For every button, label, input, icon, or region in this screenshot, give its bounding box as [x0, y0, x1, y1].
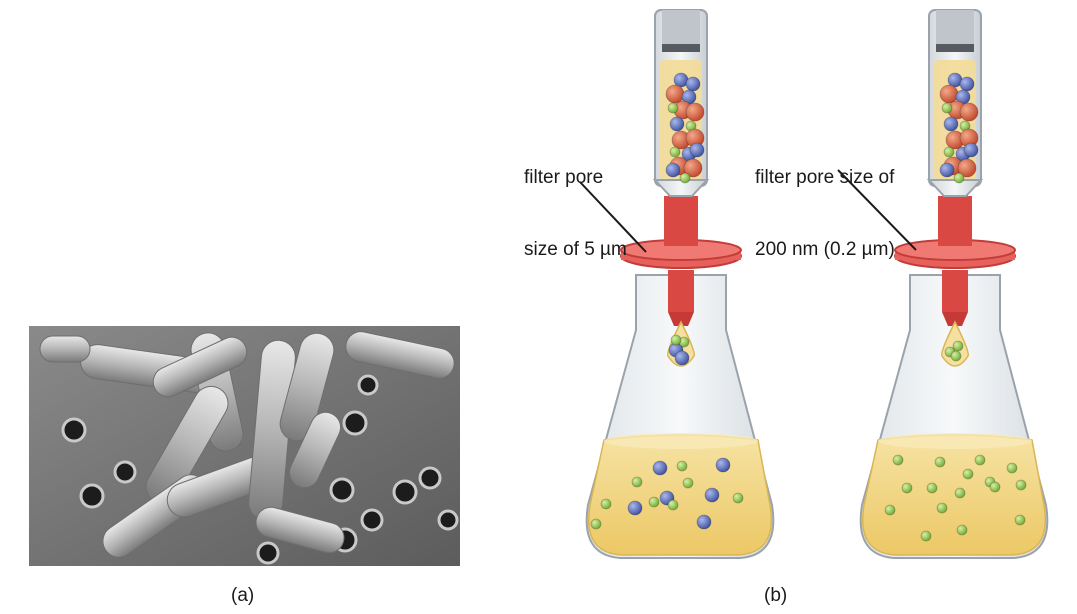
small-green-particle [667, 102, 679, 114]
medium-blue-particle [939, 162, 955, 178]
small-green-particle [901, 482, 913, 494]
small-green-particle [989, 481, 1001, 493]
medium-blue-particle [665, 162, 681, 178]
small-green-particle [676, 460, 688, 472]
small-green-particle [956, 524, 968, 536]
small-green-particle [943, 146, 955, 158]
small-green-particle [941, 102, 953, 114]
medium-blue-particle [674, 350, 690, 366]
small-green-particle [953, 172, 965, 184]
rod-bacteria [39, 331, 455, 558]
small-green-particle [920, 530, 932, 542]
right-filter-upper-nozzle [938, 196, 972, 246]
medium-blue-particle [704, 487, 720, 503]
small-green-particle [669, 146, 681, 158]
medium-blue-particle [689, 142, 705, 158]
right-filter-lower-nozzle [942, 270, 968, 312]
small-green-particle [952, 340, 964, 352]
panel-b-caption: (b) [764, 585, 788, 606]
right-flask-liquid [862, 434, 1046, 556]
small-green-particle [934, 456, 946, 468]
small-green-particle [1014, 514, 1026, 526]
left-filter-upper-nozzle [664, 196, 698, 246]
small-green-particle [974, 454, 986, 466]
left-label-leader-line [579, 181, 647, 253]
medium-blue-particle [696, 514, 712, 530]
small-green-particle [600, 498, 612, 510]
small-green-particle [936, 502, 948, 514]
right-label-leader-line [837, 169, 917, 251]
medium-blue-particle [627, 500, 643, 516]
medium-blue-particle [669, 116, 685, 132]
small-green-particle [926, 482, 938, 494]
small-green-particle [962, 468, 974, 480]
large-red-particle [683, 158, 703, 178]
small-green-particle [682, 477, 694, 489]
small-green-particle [667, 499, 679, 511]
large-red-particle [685, 102, 705, 122]
medium-blue-particle [963, 142, 979, 158]
large-red-particle [957, 158, 977, 178]
medium-blue-particle [715, 457, 731, 473]
small-green-particle [631, 476, 643, 488]
large-red-particle [959, 102, 979, 122]
panel-a-caption: (a) [231, 585, 255, 606]
filter-pores [61, 374, 459, 565]
large-red-particle [939, 84, 959, 104]
small-green-particle [1015, 479, 1027, 491]
small-green-particle [732, 492, 744, 504]
left-filter-lower-nozzle [668, 270, 694, 312]
medium-blue-particle [959, 76, 975, 92]
small-green-particle [954, 487, 966, 499]
small-green-particle [679, 172, 691, 184]
small-green-particle [950, 350, 962, 362]
medium-blue-particle [652, 460, 668, 476]
left-filter-label: filter pore size of 5 µm [524, 118, 627, 286]
left-flask-liquid [588, 434, 772, 556]
right-filter-label-line2: 200 nm (0.2 µm) [755, 239, 895, 260]
particles [590, 72, 1027, 542]
small-green-particle [892, 454, 904, 466]
medium-blue-particle [685, 76, 701, 92]
small-green-particle [648, 496, 660, 508]
left-filter-label-line1: filter pore [524, 167, 604, 188]
sem-micrograph [29, 326, 460, 566]
left-filter-label-line2: size of 5 µm [524, 239, 627, 260]
right-filter-label-line1: filter pore size of [755, 167, 895, 188]
small-green-particle [670, 334, 682, 346]
small-green-particle [590, 518, 602, 530]
small-green-particle [884, 504, 896, 516]
small-green-particle [1006, 462, 1018, 474]
right-filter-label: filter pore size of 200 nm (0.2 µm) [755, 118, 895, 286]
medium-blue-particle [943, 116, 959, 132]
large-red-particle [665, 84, 685, 104]
